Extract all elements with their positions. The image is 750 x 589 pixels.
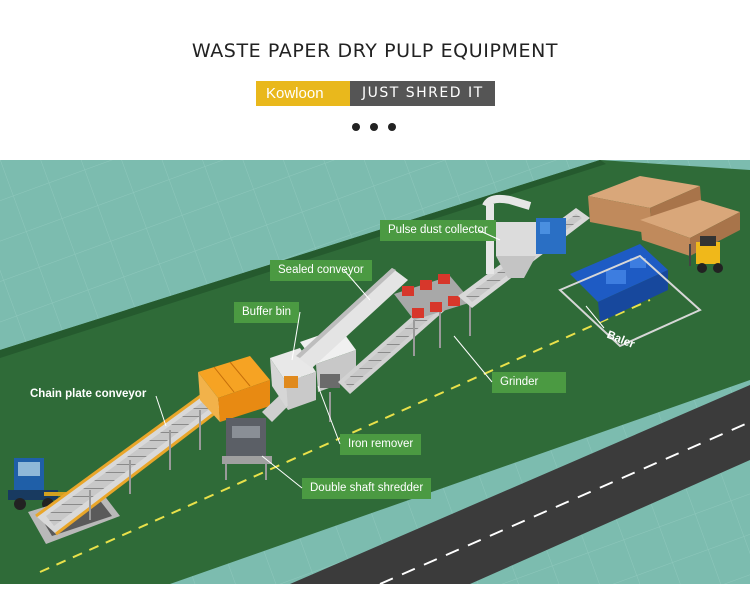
- dot-icon: [370, 123, 378, 131]
- label-double-shaft-shredder: Double shaft shredder: [302, 478, 432, 499]
- sealed-conveyor: [296, 268, 408, 368]
- production-line-scene: Pulse dust collector Sealed conveyor Buf…: [0, 160, 750, 585]
- shredder-hood: [198, 356, 270, 422]
- header: WASTE PAPER DRY PULP EQUIPMENT Kowloon J…: [0, 0, 750, 160]
- label-chain-plate-conveyor: Chain plate conveyor: [30, 388, 147, 400]
- brand-label: Kowloon: [256, 81, 350, 106]
- label-leader-lines: [155, 229, 605, 489]
- factory-floor: [0, 160, 750, 584]
- label-pulse-dust-collector: Pulse dust collector: [380, 220, 496, 241]
- dot-icon: [388, 123, 396, 131]
- pagination-dots: [352, 123, 402, 133]
- page-title: WASTE PAPER DRY PULP EQUIPMENT: [191, 40, 559, 62]
- baler: [558, 244, 702, 348]
- road-marking: [379, 421, 750, 585]
- label-sealed-conveyor: Sealed conveyor: [270, 260, 372, 281]
- grinder-station: [394, 274, 472, 356]
- tagline-bar: Kowloon JUST SHRED IT: [256, 81, 495, 106]
- double-shaft-shredder: [222, 418, 272, 480]
- label-grinder: Grinder: [492, 372, 566, 393]
- label-iron-remover: Iron remover: [340, 434, 422, 455]
- slogan-label: JUST SHRED IT: [350, 81, 495, 106]
- loader-vehicle: [8, 458, 66, 510]
- label-buffer-bin: Buffer bin: [234, 302, 300, 323]
- forklift: [689, 236, 723, 273]
- scene-illustration: [0, 160, 750, 585]
- road: [290, 385, 750, 584]
- dot-icon: [352, 123, 360, 131]
